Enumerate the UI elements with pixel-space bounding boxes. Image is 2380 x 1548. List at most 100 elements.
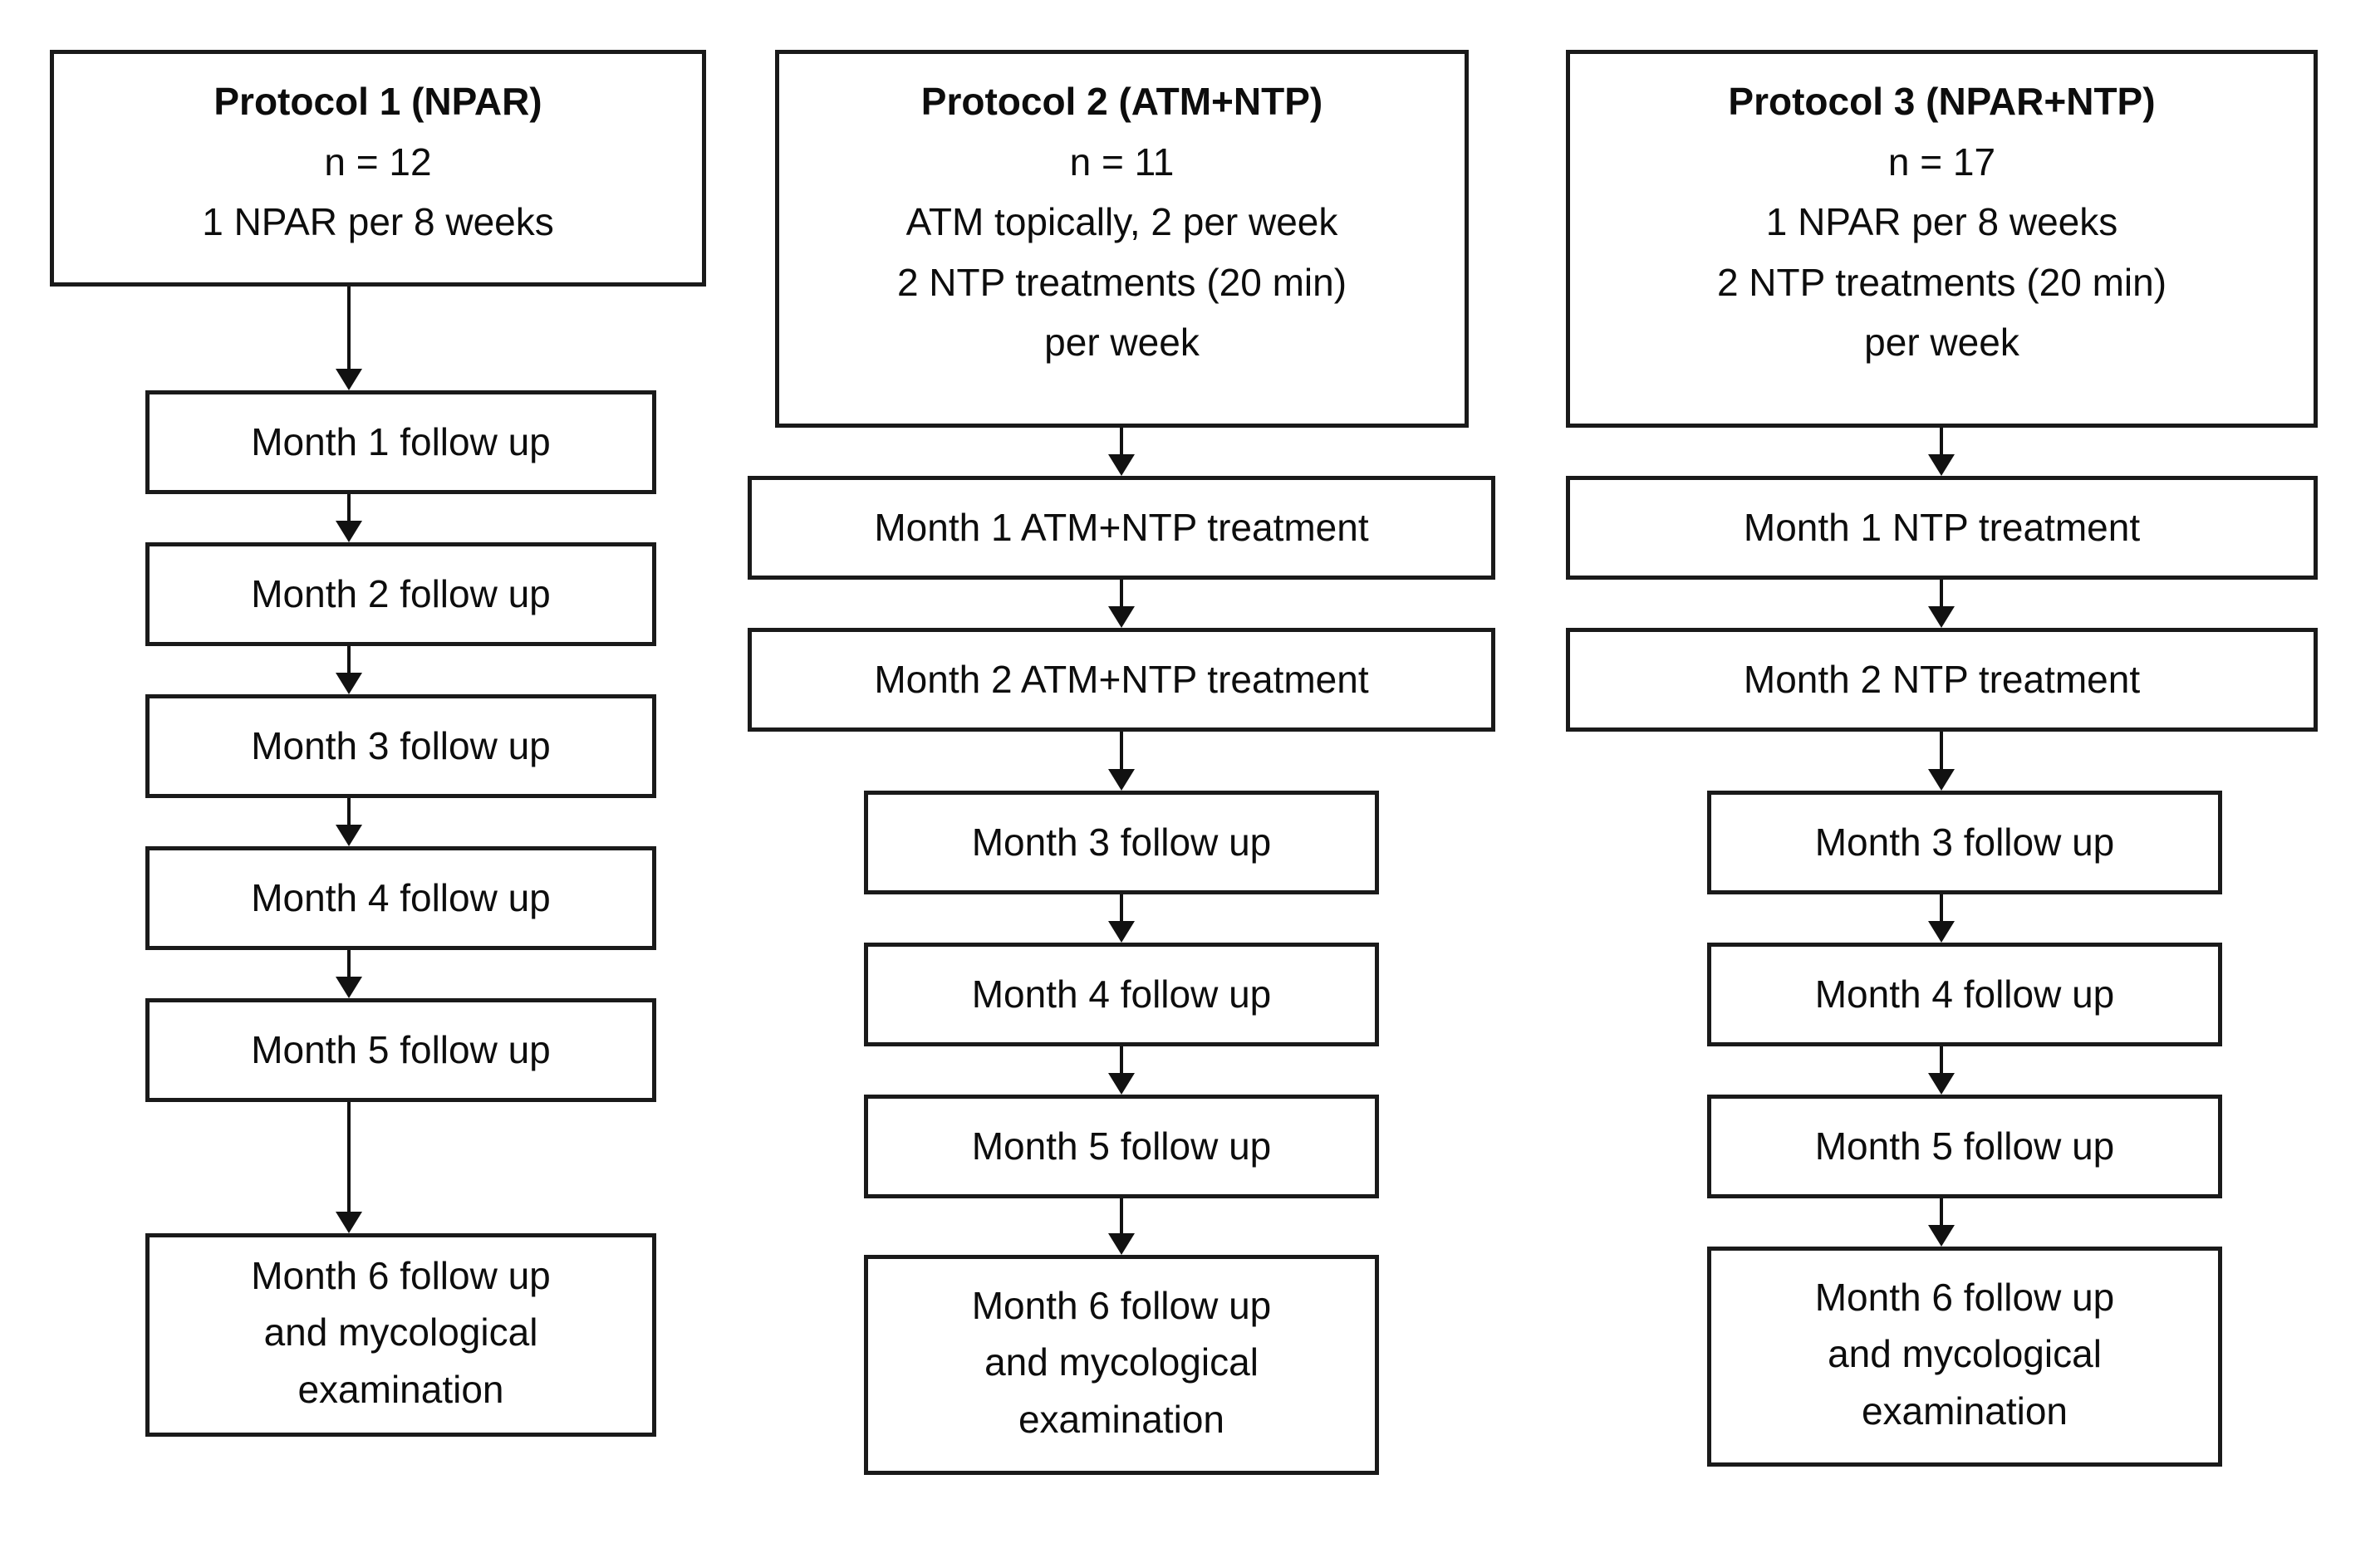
protocol-2-step-6-line-2: and mycological bbox=[984, 1340, 1259, 1384]
protocol-1-step-3-label: Month 3 follow up bbox=[251, 724, 551, 768]
protocol-2-step-3: Month 3 follow up bbox=[864, 791, 1379, 894]
arrow-shaft bbox=[347, 950, 351, 977]
arrow-p1-step4-to-step5 bbox=[324, 950, 374, 998]
arrow-head bbox=[1108, 769, 1135, 791]
protocol-1-step-1-label: Month 1 follow up bbox=[251, 420, 551, 464]
protocol-3-detail-line-2: 2 NTP treatments (20 min) bbox=[1716, 260, 2167, 304]
protocol-3-step-2: Month 2 NTP treatment bbox=[1566, 628, 2318, 732]
protocol-1-step-6-line-3: examination bbox=[297, 1367, 504, 1411]
arrow-shaft bbox=[1940, 732, 1943, 769]
protocol-2-step-2-label: Month 2 ATM+NTP treatment bbox=[874, 658, 1369, 702]
arrow-p1-header-to-step1 bbox=[324, 287, 374, 390]
arrow-shaft bbox=[347, 494, 351, 521]
protocol-1-step-5: Month 5 follow up bbox=[145, 998, 656, 1102]
arrow-p1-step5-to-step6 bbox=[324, 1102, 374, 1233]
protocol-3-step-2-label: Month 2 NTP treatment bbox=[1743, 658, 2141, 702]
arrow-p2-header-to-step1 bbox=[1097, 428, 1146, 476]
arrow-p2-step5-to-step6 bbox=[1097, 1198, 1146, 1255]
arrow-p2-step4-to-step5 bbox=[1097, 1046, 1146, 1095]
protocol-2-step-4: Month 4 follow up bbox=[864, 943, 1379, 1046]
protocol-3-step-4: Month 4 follow up bbox=[1707, 943, 2222, 1046]
protocol-1-step-1: Month 1 follow up bbox=[145, 390, 656, 494]
arrow-p1-step3-to-step4 bbox=[324, 798, 374, 846]
protocol-1-title: Protocol 1 (NPAR) bbox=[213, 80, 542, 123]
arrow-p3-step5-to-step6 bbox=[1916, 1198, 1966, 1247]
arrow-shaft bbox=[1120, 580, 1123, 606]
arrow-head bbox=[1928, 454, 1955, 476]
protocol-1-step-2-label: Month 2 follow up bbox=[251, 572, 551, 616]
arrow-head bbox=[1108, 1073, 1135, 1095]
arrow-shaft bbox=[1120, 428, 1123, 454]
protocol-1-step-4-label: Month 4 follow up bbox=[251, 876, 551, 920]
protocol-2-step-3-label: Month 3 follow up bbox=[971, 821, 1272, 865]
protocol-1-step-3: Month 3 follow up bbox=[145, 694, 656, 798]
protocol-3-step-1: Month 1 NTP treatment bbox=[1566, 476, 2318, 580]
protocol-3-sample-size: n = 17 bbox=[1887, 140, 1996, 184]
protocol-3-step-5-label: Month 5 follow up bbox=[1814, 1124, 2115, 1168]
arrow-p2-step3-to-step4 bbox=[1097, 894, 1146, 943]
protocol-2-step-6: Month 6 follow up and mycological examin… bbox=[864, 1255, 1379, 1475]
protocol-2-title: Protocol 2 (ATM+NTP) bbox=[920, 80, 1323, 123]
protocol-1-header-box: Protocol 1 (NPAR) n = 12 1 NPAR per 8 we… bbox=[50, 50, 706, 287]
arrow-shaft bbox=[347, 798, 351, 825]
arrow-p3-header-to-step1 bbox=[1916, 428, 1966, 476]
protocol-1-step-4: Month 4 follow up bbox=[145, 846, 656, 950]
arrow-head bbox=[336, 977, 362, 998]
arrow-head bbox=[1928, 1073, 1955, 1095]
protocol-3-step-4-label: Month 4 follow up bbox=[1814, 972, 2115, 1016]
arrow-shaft bbox=[347, 646, 351, 673]
arrow-p3-step2-to-step3 bbox=[1916, 732, 1966, 791]
protocol-2-step-4-label: Month 4 follow up bbox=[971, 972, 1272, 1016]
protocol-3-detail-line-1: 1 NPAR per 8 weeks bbox=[1765, 200, 2118, 244]
arrow-p3-step4-to-step5 bbox=[1916, 1046, 1966, 1095]
protocol-1-detail-line-1: 1 NPAR per 8 weeks bbox=[202, 200, 554, 244]
protocol-3-header-box: Protocol 3 (NPAR+NTP) n = 17 1 NPAR per … bbox=[1566, 50, 2318, 428]
protocol-2-step-5-label: Month 5 follow up bbox=[971, 1124, 1272, 1168]
arrow-p1-step1-to-step2 bbox=[324, 494, 374, 542]
protocol-2-step-5: Month 5 follow up bbox=[864, 1095, 1379, 1198]
protocol-1-step-6: Month 6 follow up and mycological examin… bbox=[145, 1233, 656, 1437]
arrow-shaft bbox=[1940, 894, 1943, 921]
arrow-head bbox=[1108, 921, 1135, 943]
arrow-head bbox=[1928, 1225, 1955, 1247]
protocol-1-sample-size: n = 12 bbox=[324, 140, 432, 184]
protocol-3-step-6-line-2: and mycological bbox=[1828, 1332, 2102, 1376]
protocol-2-step-1: Month 1 ATM+NTP treatment bbox=[748, 476, 1495, 580]
arrow-p3-step3-to-step4 bbox=[1916, 894, 1966, 943]
protocol-2-step-1-label: Month 1 ATM+NTP treatment bbox=[874, 506, 1369, 550]
arrow-shaft bbox=[1120, 1046, 1123, 1073]
arrow-p2-step2-to-step3 bbox=[1097, 732, 1146, 791]
arrow-head bbox=[1928, 921, 1955, 943]
arrow-p3-step1-to-step2 bbox=[1916, 580, 1966, 628]
protocol-1-step-6-line-1: Month 6 follow up bbox=[251, 1253, 551, 1297]
protocol-2-step-2: Month 2 ATM+NTP treatment bbox=[748, 628, 1495, 732]
protocol-2-step-6-line-1: Month 6 follow up bbox=[971, 1283, 1272, 1327]
arrow-shaft bbox=[1940, 580, 1943, 606]
arrow-head bbox=[1108, 606, 1135, 628]
arrow-head bbox=[1928, 606, 1955, 628]
arrow-head bbox=[336, 673, 362, 694]
protocol-3-step-1-label: Month 1 NTP treatment bbox=[1743, 506, 2141, 550]
protocol-2-detail-line-1: ATM topically, 2 per week bbox=[905, 200, 1338, 244]
protocol-3-step-3-label: Month 3 follow up bbox=[1814, 821, 2115, 865]
protocol-1-step-5-label: Month 5 follow up bbox=[251, 1028, 551, 1072]
protocol-3-title: Protocol 3 (NPAR+NTP) bbox=[1728, 80, 2156, 123]
arrow-head bbox=[1108, 1233, 1135, 1255]
arrow-shaft bbox=[1120, 1198, 1123, 1233]
protocol-2-sample-size: n = 11 bbox=[1069, 140, 1175, 184]
protocol-3-detail-line-3: per week bbox=[1864, 321, 2019, 365]
arrow-shaft bbox=[1940, 428, 1943, 454]
protocol-2-step-6-line-3: examination bbox=[1018, 1397, 1225, 1441]
arrow-head bbox=[336, 825, 362, 846]
protocol-1-step-2: Month 2 follow up bbox=[145, 542, 656, 646]
arrow-head bbox=[1108, 454, 1135, 476]
protocol-2-header-box: Protocol 2 (ATM+NTP) n = 11 ATM topicall… bbox=[775, 50, 1469, 428]
arrow-p1-step2-to-step3 bbox=[324, 646, 374, 694]
protocol-3-step-3: Month 3 follow up bbox=[1707, 791, 2222, 894]
arrow-head bbox=[336, 369, 362, 390]
protocol-2-detail-line-3: per week bbox=[1044, 321, 1200, 365]
arrow-head bbox=[1928, 769, 1955, 791]
protocol-3-step-6-line-3: examination bbox=[1861, 1389, 2068, 1433]
arrow-shaft bbox=[1940, 1046, 1943, 1073]
